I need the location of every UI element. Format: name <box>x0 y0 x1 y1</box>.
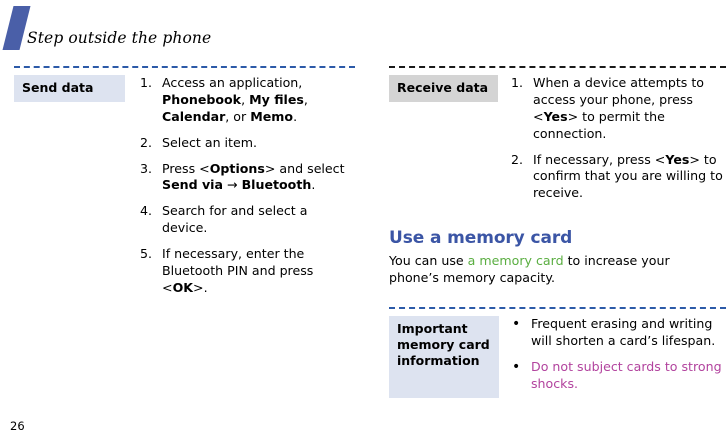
text-run: Select an item. <box>162 134 258 150</box>
text-run: Search for and select a device. <box>162 203 308 236</box>
emphasis-run: OK <box>172 279 194 295</box>
text-run: You can use <box>389 253 468 269</box>
text-run: If necessary, press < <box>533 151 666 167</box>
send-data-callout: Send data 1. Access an application, Phone… <box>14 75 355 297</box>
list-item-text: Access an application, Phonebook, My fil… <box>162 75 308 124</box>
list-marker: 2. <box>511 151 524 167</box>
step-item: 1. Access an application, Phonebook, My f… <box>140 75 355 126</box>
section-intro-text: You can use a memory card to increase yo… <box>389 253 709 287</box>
text-run: . <box>311 177 316 193</box>
section-divider-left <box>14 66 355 68</box>
list-item-text: If necessary, enter the Bluetooth PIN an… <box>162 246 313 295</box>
page-number: 26 <box>10 419 25 433</box>
list-marker: 1. <box>511 75 524 90</box>
step-item: 3. Press <Options> and select Send via → … <box>140 161 355 195</box>
emphasis-run: Bluetooth <box>241 177 312 193</box>
right-column: Receive data 1. When a device attempts to… <box>389 66 726 398</box>
list-marker: 2. <box>140 134 153 150</box>
memory-card-note-callout: Important memory card information • Frequ… <box>389 315 726 398</box>
emphasis-run: Phonebook <box>162 91 242 107</box>
emphasis-run: Send via <box>162 177 224 193</box>
emphasis-run: Yes <box>665 151 690 167</box>
list-marker: 4. <box>140 203 153 219</box>
text-run: >. <box>193 279 208 295</box>
list-marker: 3. <box>140 160 153 176</box>
text-run: to increase your phone’s memory capacity… <box>389 253 670 285</box>
emphasis-run: Yes <box>543 108 568 124</box>
receive-data-callout: Receive data 1. When a device attempts to… <box>389 75 726 202</box>
text-run: When a device attempts to access your ph… <box>533 75 705 124</box>
highlight-run: Do not subject cards to strong shocks. <box>531 358 722 391</box>
section-heading-memory-card: Use a memory card <box>389 228 573 249</box>
text-run: Access an application, <box>162 75 303 90</box>
memory-card-note-body: • Frequent erasing and writing will short… <box>499 316 726 393</box>
text-run: Press < <box>162 160 210 176</box>
emphasis-run: Options <box>209 160 265 176</box>
list-marker: • <box>512 315 521 332</box>
text-run: → <box>223 177 242 193</box>
emphasis-run: Calendar <box>162 108 226 124</box>
text-run: If necessary, enter the Bluetooth PIN an… <box>162 246 314 295</box>
text-run: , <box>303 91 308 107</box>
step-item: 5. If necessary, enter the Bluetooth PIN … <box>140 246 355 297</box>
highlight-run: a memory card <box>467 253 564 269</box>
text-run: . <box>293 108 298 124</box>
list-item-text: Search for and select a device. <box>162 203 307 235</box>
send-data-step-list: 1. Access an application, Phonebook, My f… <box>140 75 355 297</box>
step-item: 2. If necessary, press <Yes> to confirm t… <box>511 152 726 203</box>
page-header: Step outside the phone <box>0 0 726 60</box>
left-column: Send data 1. Access an application, Phone… <box>14 66 355 297</box>
text-run: , or <box>225 108 251 124</box>
list-marker: 5. <box>140 246 153 261</box>
text-run: > to confirm that you are willing to rec… <box>533 151 723 201</box>
list-marker: 1. <box>140 75 153 90</box>
list-item-text: Frequent erasing and writing will shorte… <box>531 316 715 348</box>
receive-data-label: Receive data <box>389 75 498 102</box>
text-run: > to permit the connection. <box>533 108 665 141</box>
step-item: 4. Search for and select a device. <box>140 203 355 237</box>
send-data-body: 1. Access an application, Phonebook, My f… <box>125 75 355 297</box>
list-item-text: Select an item. <box>162 135 257 150</box>
step-item: 2. Select an item. <box>140 135 355 152</box>
section-divider-note <box>389 306 726 309</box>
text-run: , <box>241 91 250 107</box>
receive-data-body: 1. When a device attempts to access your … <box>498 75 726 202</box>
list-item-text: If necessary, press <Yes> to confirm tha… <box>533 152 723 201</box>
list-item-text: When a device attempts to access your ph… <box>533 75 704 141</box>
step-item: 1. When a device attempts to access your … <box>511 75 726 143</box>
list-item-text: Do not subject cards to strong shocks. <box>531 359 722 391</box>
memory-card-bullet-list: • Frequent erasing and writing will short… <box>512 316 726 393</box>
text-run: Frequent erasing and writing will shorte… <box>531 315 716 348</box>
important-info-label: Important memory card information <box>389 315 499 398</box>
emphasis-run: My files <box>249 91 304 107</box>
list-item-text: Press <Options> and select Send via → Bl… <box>162 161 345 193</box>
running-header-title: Step outside the phone <box>27 29 212 47</box>
emphasis-run: Memo <box>250 108 294 124</box>
list-marker: • <box>512 358 521 375</box>
section-divider-right <box>389 66 726 68</box>
bullet-item: • Frequent erasing and writing will short… <box>512 316 726 350</box>
receive-data-step-list: 1. When a device attempts to access your … <box>511 75 726 202</box>
send-data-label: Send data <box>14 75 125 102</box>
bullet-item: • Do not subject cards to strong shocks. <box>512 359 726 393</box>
text-run: > and select <box>264 160 345 176</box>
